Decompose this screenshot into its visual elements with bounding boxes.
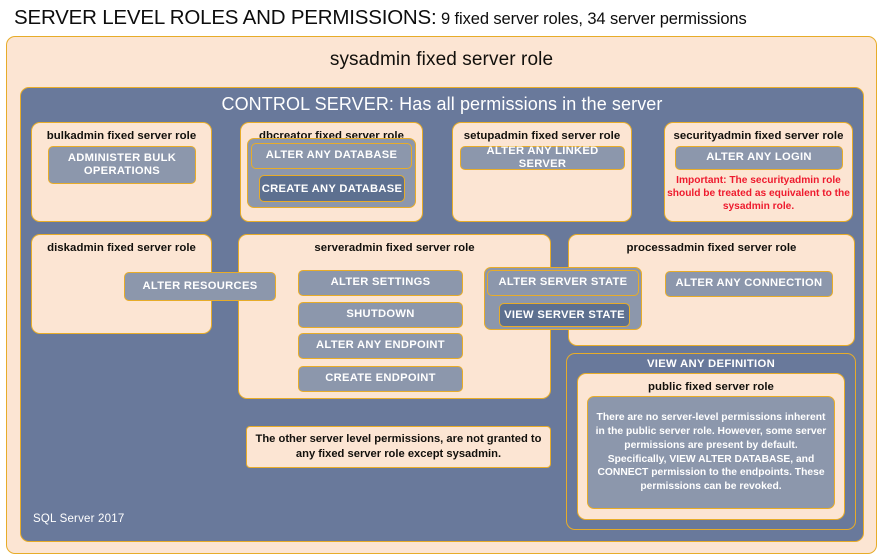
permission-alter-resources[interactable]: ALTER RESOURCES [124,272,276,301]
role-label-diskadmin: diskadmin fixed server role [47,242,196,254]
permission-alter-any-endpoint[interactable]: ALTER ANY ENDPOINT [298,333,463,359]
permission-create-endpoint[interactable]: CREATE ENDPOINT [298,366,463,392]
footer-version-label: SQL Server 2017 [33,513,125,525]
permission-administer-bulk-operations[interactable]: ADMINISTER BULK OPERATIONS [48,146,196,184]
public-role-description: There are no server-level permissions in… [587,396,835,509]
role-label-serveradmin: serveradmin fixed server role [314,242,475,254]
page-title-main: SERVER LEVEL ROLES AND PERMISSIONS: [14,6,437,29]
role-label-public: public fixed server role [648,381,774,393]
permission-alter-settings[interactable]: ALTER SETTINGS [298,270,463,296]
role-label-processadmin: processadmin fixed server role [626,242,797,254]
permission-alter-server-state[interactable]: ALTER SERVER STATE [487,270,639,296]
permission-view-server-state[interactable]: VIEW SERVER STATE [499,303,630,327]
permission-view-any-definition[interactable]: VIEW ANY DEFINITION [646,358,776,370]
role-box-setupadmin: setupadmin fixed server role [452,122,632,222]
permission-alter-any-database[interactable]: ALTER ANY DATABASE [251,143,412,169]
role-label-bulkadmin: bulkadmin fixed server role [46,130,197,142]
permission-alter-any-linked-server[interactable]: ALTER ANY LINKED SERVER [460,145,625,170]
control-server-label: CONTROL SERVER: Has all permissions in t… [221,94,663,114]
other-permissions-note: The other server level permissions, are … [246,426,551,468]
page-title: SERVER LEVEL ROLES AND PERMISSIONS: 9 fi… [14,6,874,32]
page-title-subtitle: 9 fixed server roles, 34 server permissi… [436,10,747,28]
role-label-setupadmin: setupadmin fixed server role [463,130,621,142]
permission-alter-any-connection[interactable]: ALTER ANY CONNECTION [665,271,833,297]
permission-shutdown[interactable]: SHUTDOWN [298,302,463,328]
role-box-securityadmin: securityadmin fixed server role [664,122,853,222]
role-label-securityadmin: securityadmin fixed server role [673,130,844,142]
sysadmin-role-label: sysadmin fixed server role [329,49,554,70]
permission-create-any-database[interactable]: CREATE ANY DATABASE [259,175,405,202]
securityadmin-warning-note: Important: The securityadmin role should… [667,175,850,213]
permission-alter-any-login[interactable]: ALTER ANY LOGIN [675,146,843,170]
